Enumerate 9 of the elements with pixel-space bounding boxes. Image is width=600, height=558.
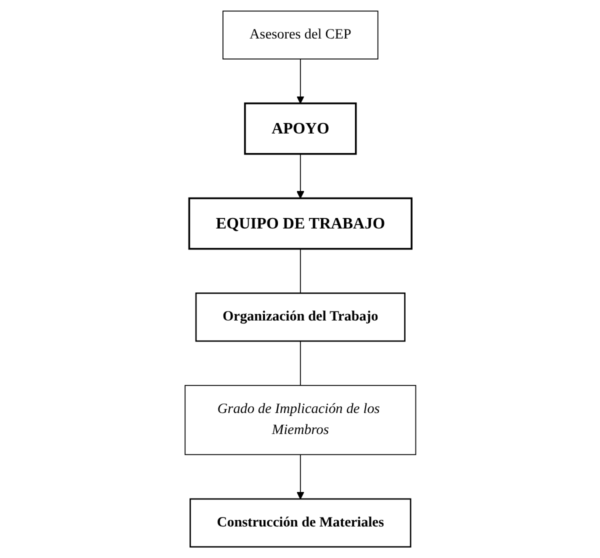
node-box: APOYO xyxy=(244,102,356,155)
node-box: EQUIPO DE TRABAJO xyxy=(188,197,412,250)
arrow xyxy=(296,58,304,104)
arrow xyxy=(296,454,304,500)
node-box: Asesores del CEP xyxy=(222,10,378,60)
node-box: Construcción de Materiales xyxy=(189,498,411,548)
arrow xyxy=(296,153,304,199)
node-box: Organización del Trabajo xyxy=(194,292,406,342)
node-box: Grado de Implicación de los Miembros xyxy=(184,385,416,456)
